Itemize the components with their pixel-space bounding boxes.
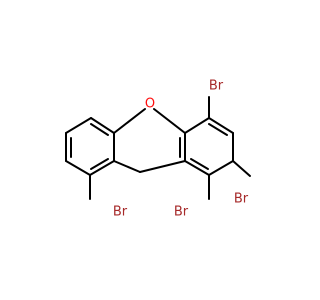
bond-c9b-c1 <box>139 160 186 173</box>
bond-c4-c3 <box>208 117 234 134</box>
bromine-label-bottom-left: Br <box>113 205 128 220</box>
bond-c7a-c9b <box>113 160 141 173</box>
bromine-label-right: Br <box>234 192 249 207</box>
bond-c6-c7-inner <box>90 158 109 170</box>
bond-o-c4a <box>153 108 186 134</box>
bromine-label-top-right: Br <box>209 79 224 94</box>
atom-label-layer: O Br Br Br Br <box>113 79 249 220</box>
bond-c9a-o <box>113 108 146 134</box>
bond-c1-c9b <box>184 160 210 176</box>
bond-c4a-c4 <box>184 117 210 134</box>
oxygen-label: O <box>145 97 155 112</box>
bond-c1-c9b-inner <box>190 158 209 170</box>
bond-c9a-c4b <box>65 117 92 134</box>
bond-c2-c1 <box>208 160 234 176</box>
canvas-background <box>0 0 300 300</box>
bond-c6-c7 <box>89 160 115 176</box>
dibenzofuran-structure: O Br Br Br Br <box>0 0 300 300</box>
bond-c4-c3-inner <box>208 123 228 136</box>
bond-c7a-c9a <box>90 117 115 134</box>
bond-c2-br <box>232 160 251 177</box>
bond-layer <box>65 96 251 200</box>
bond-c5-c6 <box>65 160 91 176</box>
bond-c7a-c9a-inner <box>90 123 109 136</box>
bromine-label-bottom-center: Br <box>174 205 189 220</box>
